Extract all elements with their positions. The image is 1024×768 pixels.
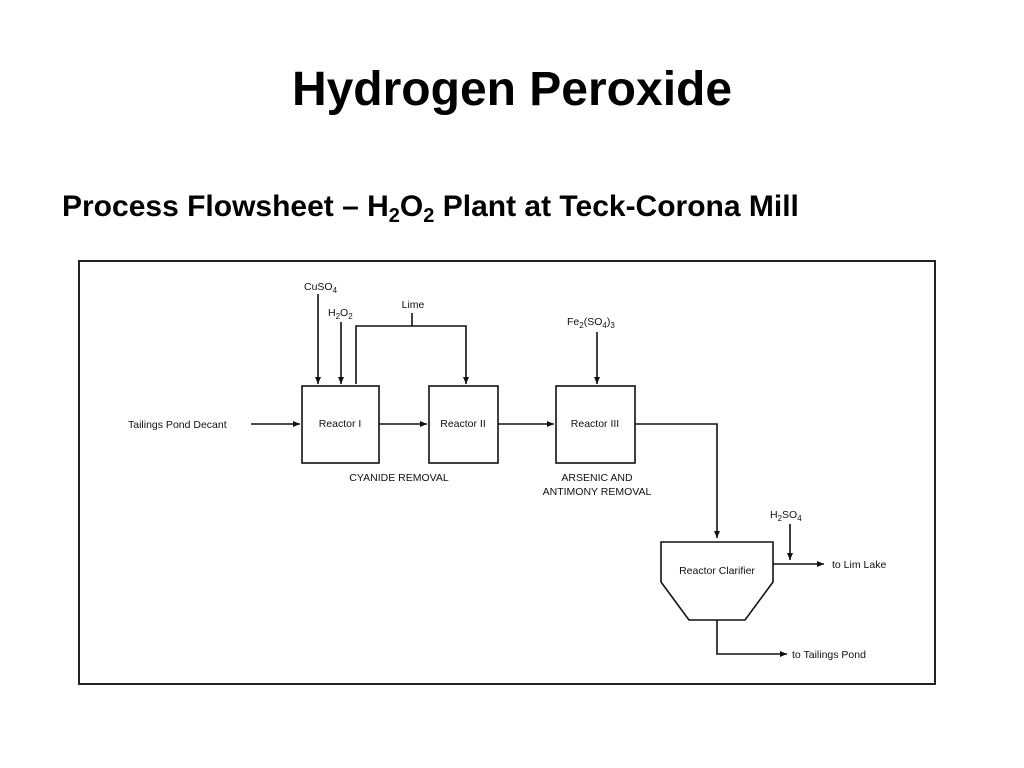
subtitle-mid: O: [399, 190, 424, 223]
flowsheet-svg: Reactor I Reactor II Reactor III Reactor…: [128, 281, 886, 661]
reactor-3-box: [555, 385, 636, 464]
underflow-line: [716, 620, 787, 657]
lime-feed-line: [355, 325, 469, 384]
h2so4-label: H2SO4: [770, 509, 802, 523]
subtitle-suffix: Plant at Teck-Corona Mill: [434, 190, 799, 223]
reactor-2-label: Reactor II: [440, 418, 486, 430]
r3-to-clarifier-flow-line: [635, 423, 720, 538]
subtitle-prefix: Process Flowsheet – H: [62, 190, 389, 223]
cyanide-removal-label: CYANIDE REMOVAL: [349, 472, 449, 484]
clarifier-label: Reactor Clarifier: [679, 565, 755, 577]
slide-subtitle: Process Flowsheet – H2O2 Plant at Teck-C…: [62, 190, 799, 228]
arsenic-stage-label-line2: ANTIMONY REMOVAL: [543, 486, 652, 498]
clarifier-vessel: [660, 541, 774, 621]
reactor-1-label: Reactor I: [319, 418, 362, 430]
cuso4-label: CuSO4: [304, 281, 338, 295]
subtitle-sub2: 2: [423, 205, 435, 227]
to-lim-lake-label: to Lim Lake: [832, 559, 886, 571]
lime-label: Lime: [402, 299, 425, 311]
h2o2-label: H2O2: [328, 307, 353, 321]
reactor-3-label: Reactor III: [571, 418, 619, 430]
slide-title: Hydrogen Peroxide: [291, 63, 733, 116]
to-tailings-pond-label: to Tailings Pond: [792, 649, 866, 661]
subtitle-sub1: 2: [388, 205, 400, 227]
arsenic-stage-label-line1: ARSENIC AND: [561, 472, 633, 484]
tailings-feed-label: Tailings Pond Decant: [128, 419, 227, 431]
reactor-1-box: [301, 385, 380, 464]
reactor-2-box: [428, 385, 499, 464]
fe2so43-label: Fe2(SO4)3: [567, 316, 615, 330]
flowsheet-diagram: Reactor I Reactor II Reactor III Reactor…: [78, 260, 936, 685]
